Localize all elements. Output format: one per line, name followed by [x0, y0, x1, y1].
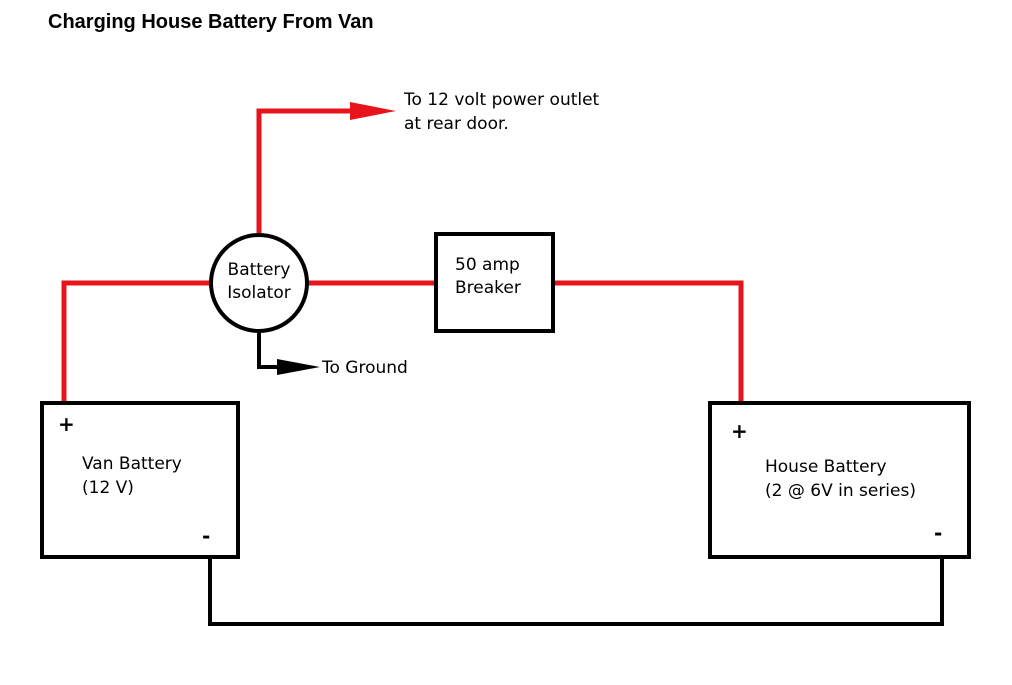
battery-isolator-circle: [209, 233, 309, 333]
wire-isolator-to-ground: [257, 331, 282, 369]
house-negative-terminal: -: [934, 521, 943, 545]
outlet-arrow-head: [350, 102, 396, 120]
breaker-label-line2: Breaker: [455, 278, 521, 298]
ground-label: To Ground: [322, 358, 408, 378]
house-battery-box: [708, 401, 971, 559]
outlet-label-line2: at rear door.: [404, 114, 509, 134]
isolator-label-line1: Battery: [227, 260, 291, 280]
diagram-title: Charging House Battery From Van: [48, 11, 374, 33]
van-battery-label-line1: Van Battery: [82, 454, 182, 474]
van-positive-terminal: +: [58, 412, 75, 436]
breaker-box: [434, 232, 555, 333]
wire-negative-link: [208, 558, 944, 626]
wire-breaker-to-house: [553, 280, 744, 403]
outlet-label-line1: To 12 volt power outlet: [404, 90, 600, 110]
house-battery-label-line2: (2 @ 6V in series): [765, 481, 916, 501]
van-negative-terminal: -: [202, 524, 211, 548]
van-battery-label-line2: (12 V): [82, 478, 134, 498]
wire-isolator-to-outlet: [256, 108, 356, 236]
wire-van-to-isolator: [61, 280, 213, 403]
house-positive-terminal: +: [731, 419, 748, 443]
ground-arrow-head: [277, 359, 320, 375]
isolator-label-line2: Isolator: [227, 283, 291, 303]
house-battery-label-line1: House Battery: [765, 457, 887, 477]
van-battery-box: [40, 401, 240, 559]
breaker-label-line1: 50 amp: [455, 255, 520, 275]
